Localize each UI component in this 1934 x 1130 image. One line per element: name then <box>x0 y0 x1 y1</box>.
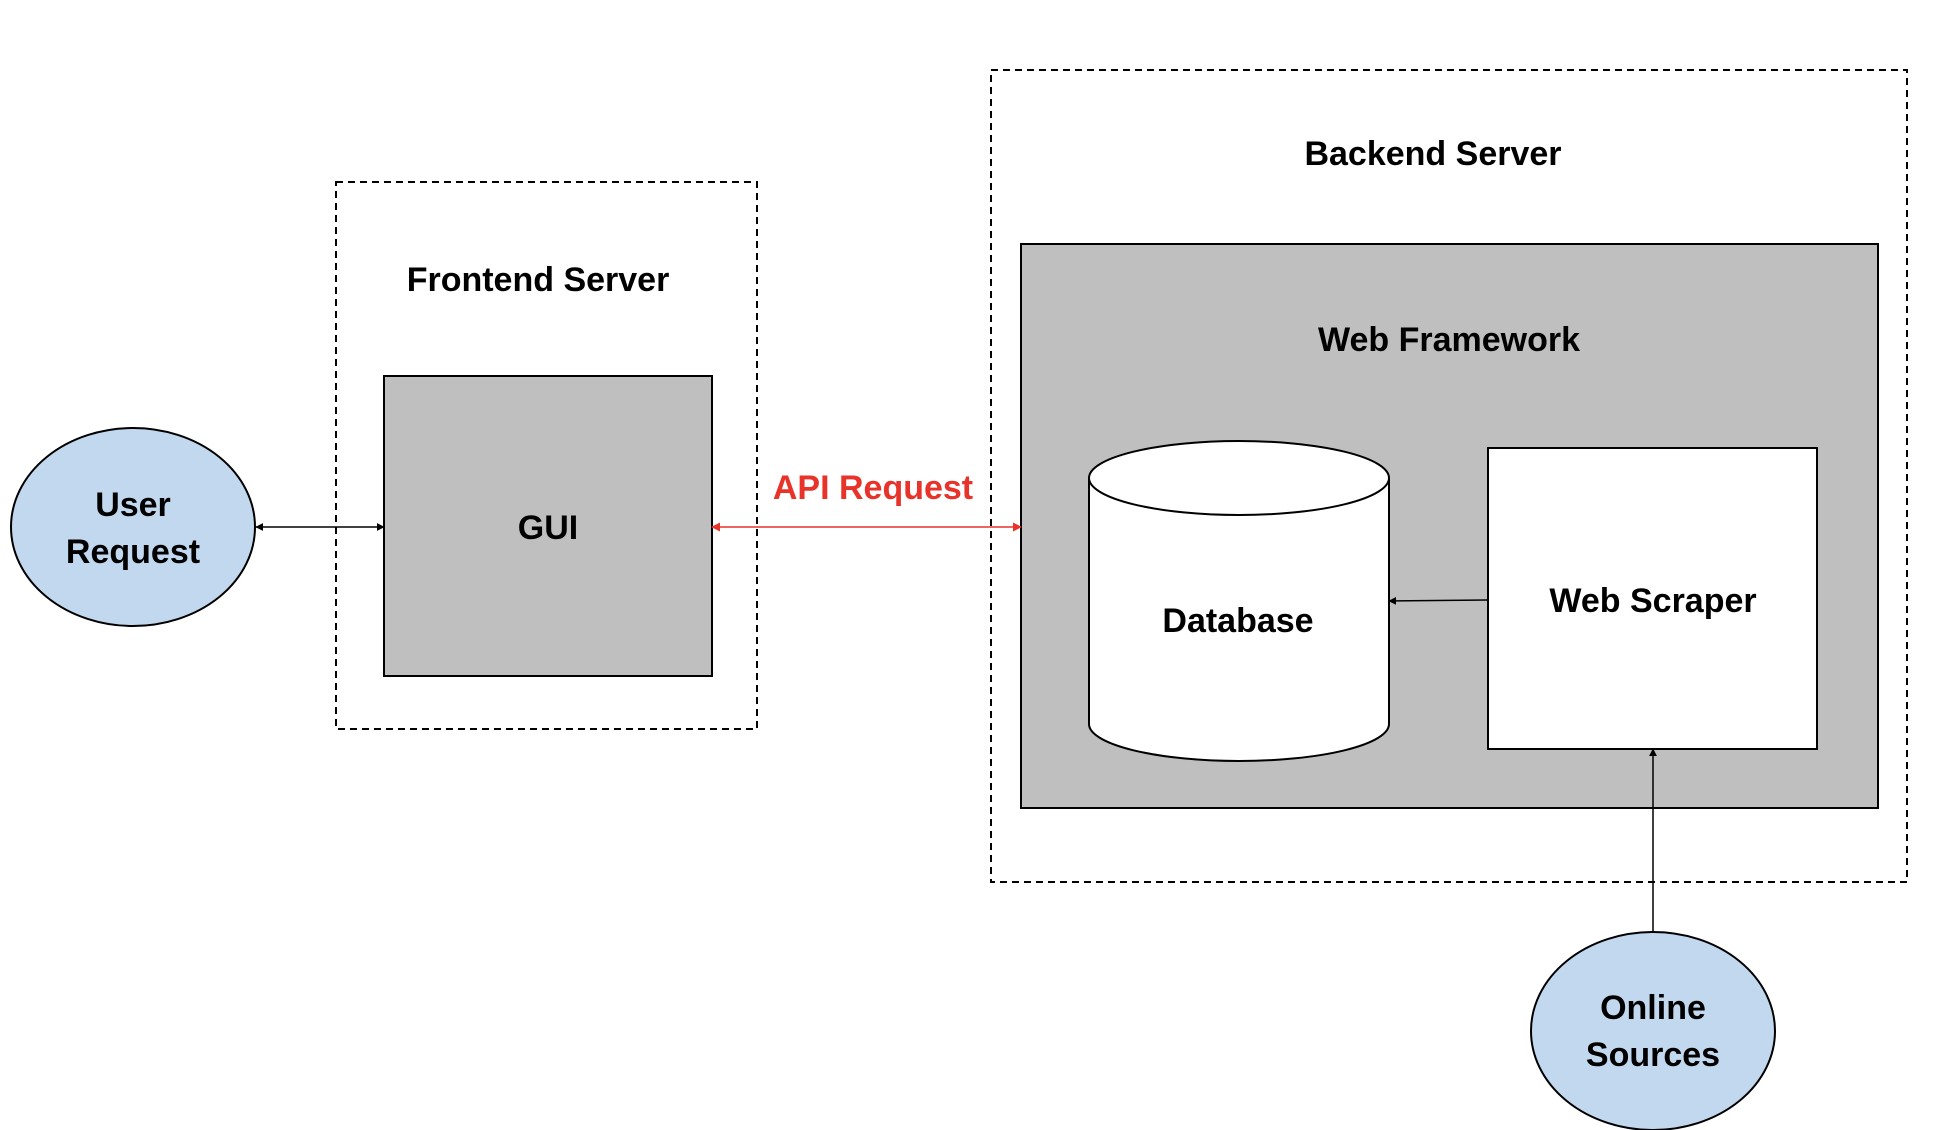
user-request-ellipse <box>10 427 256 627</box>
user-request-line1: User <box>95 486 171 524</box>
gui-label: GUI <box>518 509 578 547</box>
online-sources-line2: Sources <box>1586 1036 1720 1074</box>
online-sources-line1: Online <box>1600 989 1706 1027</box>
web-framework-title: Web Framework <box>1318 321 1580 359</box>
scraper-database-connector <box>1388 596 1489 605</box>
api-request-label: API Request <box>773 469 973 507</box>
database-label: Database <box>1162 602 1313 640</box>
backend-server-title: Backend Server <box>1304 135 1561 173</box>
online-sources-ellipse <box>1530 931 1776 1130</box>
backend-server-container <box>990 69 1908 883</box>
frontend-server-title: Frontend Server <box>407 261 670 299</box>
gui-box <box>383 375 713 677</box>
user-request-line2: Request <box>66 533 200 571</box>
database-cylinder <box>1088 440 1390 762</box>
frontend-server-container <box>335 181 758 730</box>
web-scraper-label: Web Scraper <box>1549 582 1756 620</box>
web-scraper-box <box>1487 447 1818 750</box>
